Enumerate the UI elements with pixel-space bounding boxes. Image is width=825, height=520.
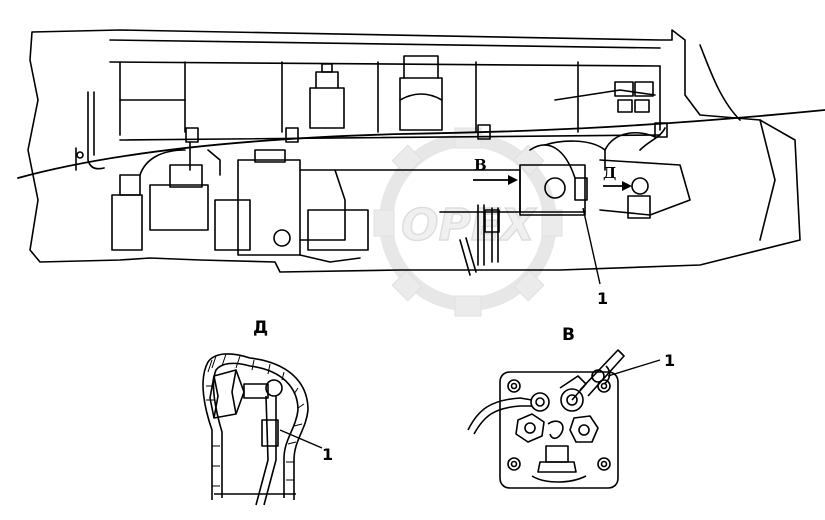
view-arrow-d	[603, 181, 632, 191]
view-arrow-b	[473, 175, 518, 185]
watermark-logo: OPEX	[373, 127, 563, 317]
detail-d-title: Д	[253, 318, 268, 338]
callout-number-detail-b: 1	[664, 351, 675, 370]
callout-leader-detail-d	[279, 429, 323, 449]
main-assembly-view	[17, 29, 825, 276]
detail-d-view	[202, 353, 309, 506]
callout-number-detail-d: 1	[322, 445, 333, 464]
view-arrow-b-label: В	[474, 156, 487, 174]
watermark-text: OPEX	[401, 200, 537, 251]
view-arrow-d-label: Д	[603, 164, 616, 182]
detail-b-view	[467, 349, 625, 489]
detail-b-title: В	[562, 325, 575, 345]
callout-number-main: 1	[597, 289, 608, 308]
callout-leader-detail-b	[607, 359, 661, 377]
callout-leader-main	[582, 207, 601, 285]
